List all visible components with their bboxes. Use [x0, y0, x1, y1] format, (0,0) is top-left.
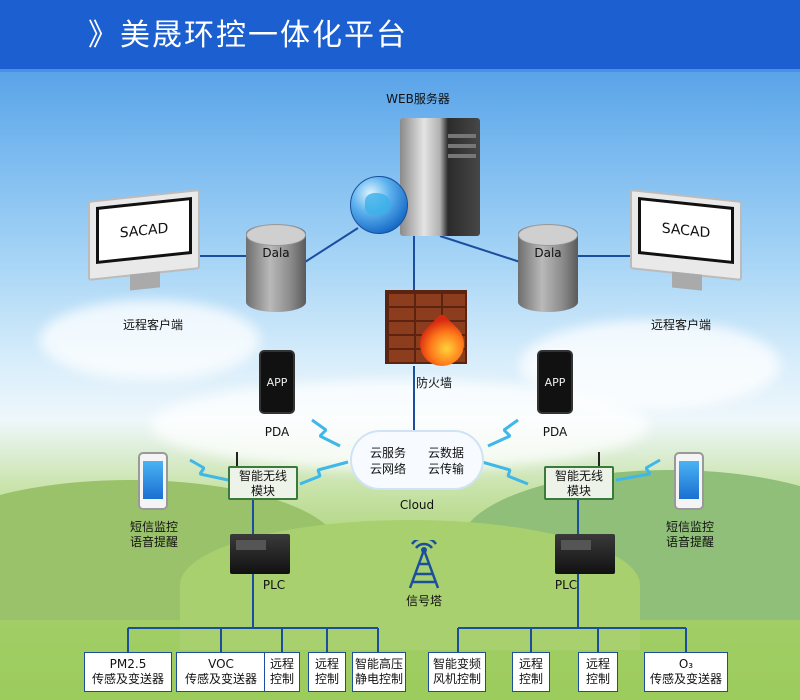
plc-label: PLC	[262, 578, 286, 592]
pda-icon: APP	[537, 350, 573, 414]
device-box-line2: 传感及变送器	[649, 672, 722, 686]
cloud-icon: 云服务 云数据 云网络 云传输	[352, 432, 482, 488]
pda-label: PDA	[542, 425, 568, 439]
plc-label: PLC	[554, 578, 578, 592]
device-box: 智能变频 风机控制	[428, 652, 486, 692]
link-line	[304, 227, 359, 263]
wireless-signal	[615, 458, 661, 482]
monitor-icon: SACAD	[88, 189, 200, 291]
device-box-line2: 控制	[518, 672, 543, 686]
pda-screen-text: APP	[544, 375, 566, 389]
antenna-icon	[598, 452, 600, 466]
device-box-line1: 智能高压	[354, 657, 403, 671]
cloud-label: Cloud	[399, 498, 435, 512]
device-box-line2: 控制	[314, 672, 339, 686]
cloud-item: 云网络	[370, 462, 407, 476]
cloud-item: 云数据	[428, 446, 465, 460]
wireless-signal	[311, 418, 341, 448]
module-label-line2: 模块	[566, 484, 591, 498]
monitor-screen-text: SACAD	[638, 196, 734, 265]
device-box: PM2.5 传感及变送器	[84, 652, 172, 692]
sms-label-line2: 语音提醒	[129, 535, 178, 549]
module-label-line2: 模块	[250, 484, 275, 498]
device-box: 远程 控制	[308, 652, 346, 692]
device-box-line1: 智能变频	[432, 657, 481, 671]
sms-label-line1: 短信监控	[665, 520, 714, 534]
web-server-icon	[400, 118, 480, 236]
device-box: O₃ 传感及变送器	[644, 652, 728, 692]
module-label-line1: 智能无线	[554, 469, 603, 483]
device-box-line1: PM2.5	[109, 657, 147, 671]
database-label: Dala	[262, 246, 290, 260]
sms-label: 短信监控 语音提醒	[122, 520, 186, 550]
device-box: 远程 控制	[512, 652, 550, 692]
device-box-line1: 远程	[585, 657, 610, 671]
device-box-line1: VOC	[208, 657, 234, 671]
cloud-item: 云服务	[370, 446, 407, 460]
wireless-signal	[481, 460, 529, 486]
antenna-icon	[236, 452, 238, 466]
sms-label: 短信监控 语音提醒	[658, 520, 722, 550]
pda-label: PDA	[264, 425, 290, 439]
wireless-module: 智能无线 模块	[228, 466, 298, 500]
phone-icon	[138, 452, 168, 510]
web-server-label: WEB服务器	[386, 92, 450, 106]
globe-icon	[350, 176, 408, 234]
wireless-signal	[189, 458, 229, 482]
database-label: Dala	[534, 246, 562, 260]
header-bar: 》美晟环控一体化平台	[0, 0, 800, 72]
device-box-line1: 远程	[518, 657, 543, 671]
pda-screen-text: APP	[266, 375, 288, 389]
device-box-line2: 控制	[269, 672, 294, 686]
tower-label: 信号塔	[405, 594, 442, 608]
device-box-line1: O₃	[678, 657, 694, 671]
device-box-line1: 远程	[314, 657, 339, 671]
firewall-label: 防火墙	[415, 376, 452, 390]
device-box-line1: 远程	[269, 657, 294, 671]
device-box-line2: 风机控制	[432, 672, 481, 686]
remote-client-label: 远程客户端	[122, 318, 183, 332]
device-box: 远程 控制	[264, 652, 300, 692]
sms-label-line1: 短信监控	[129, 520, 178, 534]
phone-icon	[674, 452, 704, 510]
bg-cloud	[40, 300, 260, 380]
pda-icon: APP	[259, 350, 295, 414]
remote-client-label: 远程客户端	[650, 318, 711, 332]
signal-tower-icon	[408, 540, 440, 589]
device-box-line2: 传感及变送器	[91, 672, 164, 686]
wireless-signal	[487, 418, 519, 448]
device-box: 智能高压 静电控制	[352, 652, 406, 692]
device-box-line2: 控制	[585, 672, 610, 686]
device-box: 远程 控制	[578, 652, 618, 692]
wireless-signal	[299, 460, 349, 486]
sms-label-line2: 语音提醒	[665, 535, 714, 549]
device-box: VOC 传感及变送器	[176, 652, 266, 692]
link-line	[439, 235, 521, 263]
monitor-screen-text: SACAD	[96, 196, 192, 265]
device-box-line2: 静电控制	[354, 672, 403, 686]
plc-icon	[555, 534, 615, 574]
monitor-icon: SACAD	[630, 189, 742, 291]
page-title: 》美晟环控一体化平台	[88, 18, 408, 53]
module-label-line1: 智能无线	[238, 469, 287, 483]
wireless-module: 智能无线 模块	[544, 466, 614, 500]
cloud-item: 云传输	[428, 462, 465, 476]
device-box-line2: 传感及变送器	[184, 672, 257, 686]
plc-icon	[230, 534, 290, 574]
database-icon: Dala	[518, 224, 578, 312]
database-icon: Dala	[246, 224, 306, 312]
